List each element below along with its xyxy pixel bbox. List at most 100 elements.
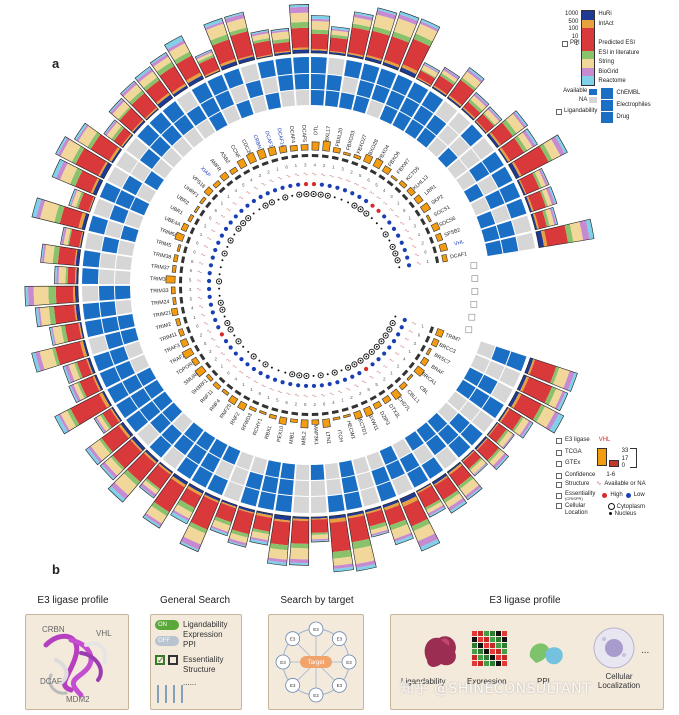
confidence-value: 3 [413,224,416,229]
ppi-bar-segment [79,340,88,358]
ppi-bar-segment [252,37,271,44]
ppi-bar-segment [31,352,41,373]
e3-node[interactable] [308,687,324,703]
ppi-bar-segment [71,145,85,165]
ligase-label: DZIP3 [378,410,390,426]
ppi-bar-segment [120,81,136,95]
ppi-bar-segment [170,512,189,524]
target-node[interactable] [300,656,332,668]
structure-mark [210,229,216,233]
ppi-bar-segment [103,119,116,135]
general-search-tile[interactable]: ON OFF Ligandability Expression PPI Esse… [150,614,242,710]
ppi-bar-outline [68,188,96,213]
ppi-bar-segment [172,85,188,97]
ppi-bar-segment [476,113,495,133]
cytoplasm-marker [357,206,364,213]
drug-cell [162,147,183,168]
ppi-bar-segment [170,476,187,488]
structure-mark [196,288,202,291]
confidence-value: 3 [209,349,212,354]
chembl-cell [293,496,310,513]
ppi-bar-segment [102,391,112,407]
heatmap-cell [502,655,507,660]
ppi-bar-segment [186,72,202,84]
ppi-bar-segment [78,192,94,212]
watermark-text: 知乎 @SHINECONSULTANT [400,681,592,697]
ppi-bar-segment [24,286,29,307]
structure-mark [411,245,417,248]
ppi-bar-segment [373,14,395,32]
ppi-bar-outline [224,11,256,65]
ppi-bar-outline [461,449,488,477]
ppi-bar-segment [153,56,172,72]
tcga-bar [381,394,392,405]
checkbox-unchecked[interactable] [168,655,178,665]
ppi-bar-segment [94,417,107,433]
electrophiles-cell [277,74,294,92]
toggle-off[interactable]: OFF [155,636,179,646]
nucleus-marker [298,374,301,377]
essentiality-dot [327,381,332,387]
tcga-bar [438,242,448,252]
ppi-bar-segment [443,68,460,80]
ppi-bar-segment [269,543,289,551]
e3-node[interactable] [275,654,291,670]
e3-node[interactable] [285,631,301,647]
electrophiles-cell [294,74,310,90]
chembl-cell [275,494,293,513]
chembl-cell [407,82,429,104]
cytoplasm-marker [310,191,317,198]
e3-node-label: E3 [337,683,343,688]
e3-node[interactable] [331,631,347,647]
electrophiles-cell [245,471,264,490]
ppi-bar-segment [394,535,414,545]
ppi-bar-segment [517,179,526,196]
chembl-cell [421,457,444,479]
ppi-bar-segment [444,67,460,78]
toggle-on[interactable]: ON [155,620,179,630]
na-label: NA [579,96,588,103]
electrophiles-cell [425,434,447,456]
nucleus-marker [270,366,273,369]
e3-node[interactable] [308,621,324,637]
gtex-bar [189,227,196,235]
electrophiles-cell [130,388,151,409]
ppi-bar-segment [289,12,309,23]
e3-profile-tile[interactable]: CRBN VHL DCAF MDM2 [25,614,129,710]
e3-profile-features-tile[interactable]: ... Ligandability Expression PPI Cellula… [390,614,664,710]
ppi-bar-segment [238,505,255,513]
electrophiles-cell [485,360,505,380]
tcga-bar [179,338,190,348]
ppi-bar-segment [553,367,570,389]
electrophiles-cell [500,236,519,254]
ppi-bar-segment [544,386,557,406]
gtex-bar [321,411,329,416]
structure-mark [320,173,326,177]
ppi-bar-segment [382,62,399,71]
ppi-bar-outline [170,482,205,525]
e3-node[interactable] [285,677,301,693]
nucleus-marker [223,252,226,255]
ppi-bar-segment [532,171,542,189]
chembl-cell [240,63,260,84]
ppi-bar-segment [110,455,125,471]
chembl-cell [435,446,458,469]
e3-node[interactable] [341,654,357,670]
ppi-bar-outline [486,421,515,450]
tcga-bar [430,338,440,348]
confidence-value: 6 [285,164,288,169]
electrophiles-cell [326,478,343,496]
ppi-bar-segment [113,127,132,147]
nucleus-marker [218,280,220,283]
e3-node-label: E3 [313,627,319,632]
structure-mark [369,376,374,379]
confidence-value: 2 [204,224,207,229]
confidence-value: 1 [267,395,270,400]
e3-node[interactable] [331,677,347,693]
ppi-bar-segment [54,204,65,224]
tcga-bar [311,141,320,151]
confidence-value: 1 [193,315,196,320]
structure-mark [277,390,283,394]
checkbox-checked[interactable]: ✓ [155,655,165,665]
